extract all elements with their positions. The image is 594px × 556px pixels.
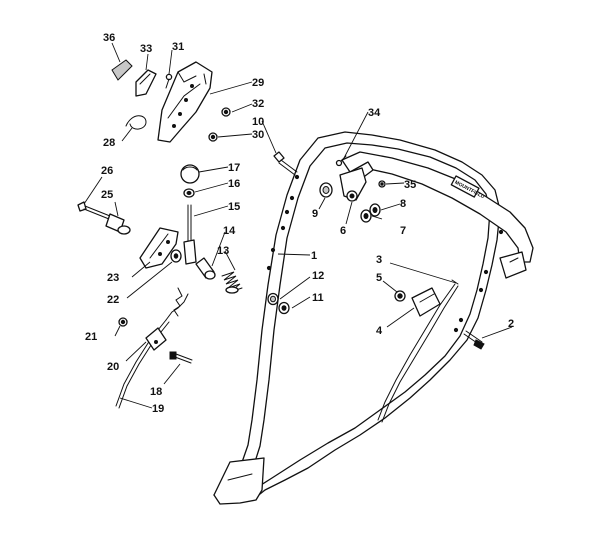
brake-lever-23 — [139, 227, 179, 269]
callout-labels: 36 33 31 29 32 10 30 28 34 17 16 15 26 2… — [85, 32, 514, 415]
callout-5: 5 — [376, 272, 382, 284]
callout-18: 18 — [150, 386, 162, 398]
callout-32: 32 — [252, 98, 264, 110]
callout-17: 17 — [228, 162, 240, 174]
callout-34: 34 — [368, 107, 381, 119]
callout-15: 15 — [228, 201, 240, 213]
callout-21: 21 — [85, 331, 97, 343]
callout-9: 9 — [312, 208, 318, 220]
callout-28: 28 — [103, 137, 115, 149]
callout-30: 30 — [252, 129, 264, 141]
lever-bracket — [157, 61, 213, 143]
callout-35: 35 — [404, 179, 416, 191]
spring-clip-28 — [125, 115, 147, 130]
knob-17 — [180, 164, 200, 184]
callout-20: 20 — [107, 361, 119, 373]
callout-16: 16 — [228, 178, 240, 190]
screw-18 — [169, 351, 193, 364]
washer-9 — [319, 182, 333, 198]
sleeve-14 — [195, 257, 216, 280]
cable-clamp-20 — [145, 327, 167, 351]
callout-12: 12 — [312, 270, 324, 282]
bolt-10 — [273, 151, 298, 176]
pivot-bracket-6 — [339, 167, 367, 202]
nut-32 — [221, 107, 231, 117]
bolt-26 — [77, 201, 111, 220]
callout-26: 26 — [101, 165, 113, 177]
callout-6: 6 — [340, 225, 346, 237]
nut-21 — [118, 317, 128, 327]
cable-clip — [411, 287, 441, 317]
washer-7 — [360, 209, 372, 223]
washer-8 — [369, 203, 381, 217]
nut-30 — [208, 132, 218, 142]
callout-2: 2 — [508, 318, 514, 330]
callout-25: 25 — [101, 189, 113, 201]
nut-5 — [394, 290, 406, 302]
roller-22 — [170, 249, 182, 263]
handle-frame: MOUNTFIELD — [213, 131, 534, 505]
washer-12 — [267, 292, 279, 306]
spring-13 — [221, 271, 243, 294]
callout-36: 36 — [103, 32, 115, 44]
grip-36 — [111, 59, 133, 81]
bolt-2 — [463, 330, 485, 350]
clip-33 — [135, 69, 157, 97]
callout-3: 3 — [376, 254, 382, 266]
callout-1: 1 — [311, 250, 317, 262]
lever-rod-15 — [183, 204, 197, 265]
callout-33: 33 — [140, 43, 152, 55]
callout-23: 23 — [107, 272, 119, 284]
callout-13: 13 — [217, 245, 229, 257]
washer-11 — [278, 301, 290, 315]
callout-31: 31 — [172, 41, 184, 53]
callout-19: 19 — [152, 403, 164, 415]
screw-31 — [165, 73, 173, 89]
callout-11: 11 — [312, 292, 324, 304]
callout-29: 29 — [252, 77, 264, 89]
callout-4: 4 — [376, 325, 383, 337]
nut-16 — [183, 188, 195, 198]
nut-35 — [378, 180, 386, 188]
callout-14: 14 — [223, 225, 236, 237]
callout-7: 7 — [400, 225, 406, 237]
callout-8: 8 — [400, 198, 406, 210]
callout-22: 22 — [107, 294, 119, 306]
callout-10: 10 — [252, 116, 264, 128]
control-cable — [377, 279, 459, 423]
leader-lines — [83, 42, 513, 409]
spacer-25 — [105, 213, 131, 235]
